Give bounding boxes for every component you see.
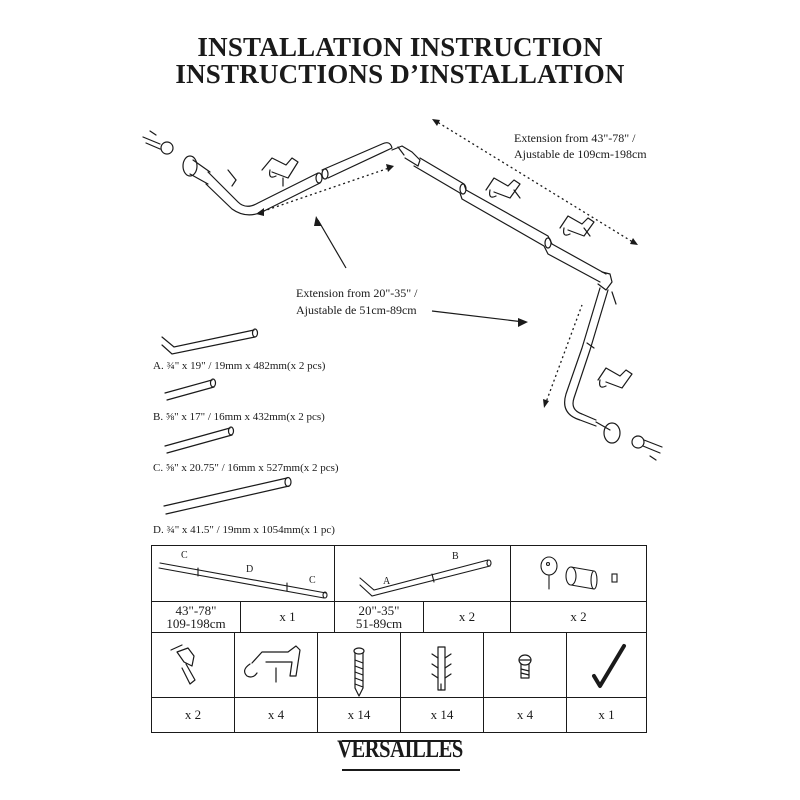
pointer-arrow [317,219,347,269]
long-rod-segment [413,157,607,283]
anchor-quantity: x 14 [430,707,454,722]
bracket-quantity: x 4 [267,707,285,722]
brand-rule-top [342,740,460,742]
short-rod-label-a: A [383,576,391,587]
bracket-icon [244,645,301,683]
long-rod-label-d: D [246,564,254,575]
long-rod-label-c: C [181,550,188,561]
allen-key-icon [592,644,626,688]
left-wall-mount-icon [142,130,211,185]
screw-quantity: x 14 [347,707,371,722]
bracket-icon [597,367,633,389]
bracket-icon [261,157,299,187]
set-screw-icon [518,654,532,679]
short-rod-size-inches: 20"-35" [358,603,400,618]
short-rod-label-b: B [452,551,459,562]
elbow-connector-icon [170,644,196,685]
short-rod-quantity: x 2 [458,609,476,624]
elbow-quantity: x 2 [184,707,202,722]
finial-quantity: x 2 [570,609,587,624]
bracket-icon [559,215,595,237]
long-rod-label-c: C [309,575,316,586]
wall-anchor-icon [431,646,452,691]
right-wall-mount-icon [595,421,663,461]
short-extension-label-fr: Ajustable de 51cm-89cm [296,303,417,317]
part-d-label: D. ¾" x 41.5" / 19mm x 1054mm(x 1 pc) [153,524,335,536]
middle-rod-segment [321,142,393,180]
components-table [151,545,647,733]
page-title-french: INSTRUCTIONS D’INSTALLATION [175,59,625,89]
right-rod-segment [564,287,617,427]
long-extension-label-fr: Ajustable de 109cm-198cm [514,147,647,161]
long-rod-size-cm: 109-198cm [166,616,226,631]
finial-wall-mount-drawing [540,556,618,590]
right-elbow-icon [597,271,613,291]
short-extension-label: Extension from 20"-35" / [296,286,418,300]
short-rod-size-cm: 51-89cm [355,616,403,631]
page-title: INSTALLATION INSTRUCTION [197,32,603,62]
set-screw-quantity: x 4 [516,707,534,722]
long-rod-quantity: x 1 [279,609,296,624]
pointer-arrow [431,310,525,323]
long-extension-label: Extension from 43"-78" / [514,131,636,145]
part-a-label: A. ¾" x 19" / 19mm x 482mm(x 2 pcs) [153,360,326,372]
short-rod-assembly-drawing [359,559,492,597]
part-b-drawing [164,378,217,401]
long-rod-size-inches: 43"-78" [175,603,217,618]
brand-logo: VERSAILLES [337,736,463,763]
bracket-icon [485,177,521,199]
brand-rule-bottom [342,769,460,771]
part-a-drawing [161,328,259,355]
short-extension-line [257,166,393,214]
part-d-drawing [163,476,292,515]
part-c-drawing [164,426,235,454]
top-elbow-icon [391,145,421,167]
part-c-label: C. ⅝" x 20.75" / 16mm x 527mm(x 2 pcs) [153,462,339,474]
allen-key-quantity: x 1 [598,707,615,722]
long-rod-assembly-drawing [158,562,328,599]
part-b-label: B. ⅝" x 17" / 16mm x 432mm(x 2 pcs) [153,411,325,423]
screw-icon [353,647,365,697]
